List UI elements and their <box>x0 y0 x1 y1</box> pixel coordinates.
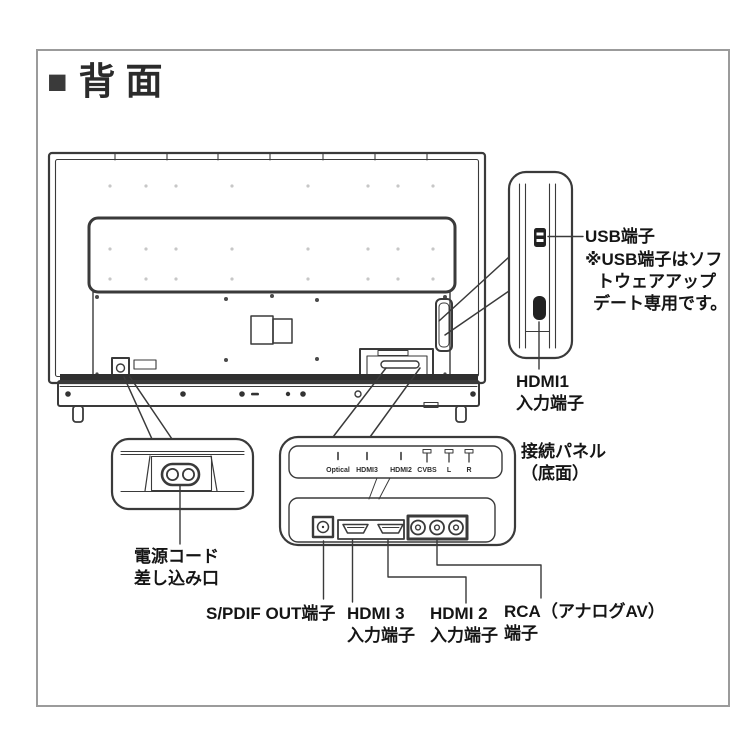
bottom-leader-lines <box>322 539 542 604</box>
rca-ports-shape <box>406 514 469 541</box>
port-label-r: R <box>466 467 471 474</box>
side-callout-tail <box>438 256 510 336</box>
page-title: ■ 背面 <box>47 62 173 102</box>
usb-port-shape <box>534 228 546 247</box>
hdmi-ports-shape <box>337 519 405 540</box>
optical-port-shape <box>311 515 335 539</box>
rca-leader-line <box>436 539 542 599</box>
rca-label: RCA（アナログAV） 端子 <box>504 602 665 643</box>
center-label-box-right <box>272 318 293 344</box>
port-label-hdmi3: HDMI3 <box>356 467 378 474</box>
rca-tick-marks <box>422 449 474 463</box>
hdmi2-label: HDMI 2 入力端子 <box>430 604 498 645</box>
side-panel-detail <box>507 170 584 370</box>
screw-dots <box>95 294 447 376</box>
right-foot <box>455 405 467 423</box>
top-seam-ticks <box>114 152 428 161</box>
spdif-label: S/PDIF OUT端子 <box>206 604 336 623</box>
back-cover-bottom-strip <box>60 374 478 381</box>
connection-panel-detail: Optical HDMI3 HDMI2 CVBS L R <box>278 435 517 547</box>
page-title-text: 背面 <box>78 61 173 102</box>
vesa-mount-panel <box>87 216 457 294</box>
usb-note: ※USB端子はソフ トウェアアップ デート専用です。 <box>585 249 727 315</box>
hdmi3-label: HDMI 3 入力端子 <box>347 604 415 645</box>
port-label-hdmi2: HDMI2 <box>390 467 412 474</box>
hdmi2-leader-line <box>387 539 467 604</box>
connection-callout-tail <box>332 367 421 438</box>
hdmi1-port-shape <box>533 296 546 320</box>
tv-back-view <box>47 151 487 423</box>
title-square-marker: ■ <box>47 63 68 101</box>
hdmi1-label: HDMI1 入力端子 <box>516 372 584 413</box>
power-callout-tail <box>123 376 173 440</box>
bottom-stand-bar <box>57 380 480 409</box>
power-cord-label: 電源コード 差し込み口 <box>134 547 219 588</box>
usb-label: USB端子 <box>585 227 655 246</box>
left-foot <box>72 405 84 423</box>
connection-panel-label: 接続パネル （底面） <box>521 442 606 483</box>
rating-label-plate <box>133 359 157 370</box>
port-tick-marks <box>337 451 402 461</box>
lower-back-panel <box>92 291 451 377</box>
power-socket-shape <box>160 462 201 487</box>
panel-texture-dots <box>108 184 435 281</box>
port-label-optical: Optical <box>326 467 350 474</box>
usb-note-line1: ※USB端子はソフ <box>585 250 723 269</box>
power-cord-detail <box>110 437 255 545</box>
port-label-cvbs: CVBS <box>417 467 437 474</box>
tv-side-port-recess <box>435 298 453 352</box>
usb-note-line3: デート専用です。 <box>593 294 728 313</box>
center-label-box-left <box>250 315 274 345</box>
usb-note-line2: トウェアアップ <box>597 272 716 291</box>
port-label-l: L <box>447 467 452 474</box>
